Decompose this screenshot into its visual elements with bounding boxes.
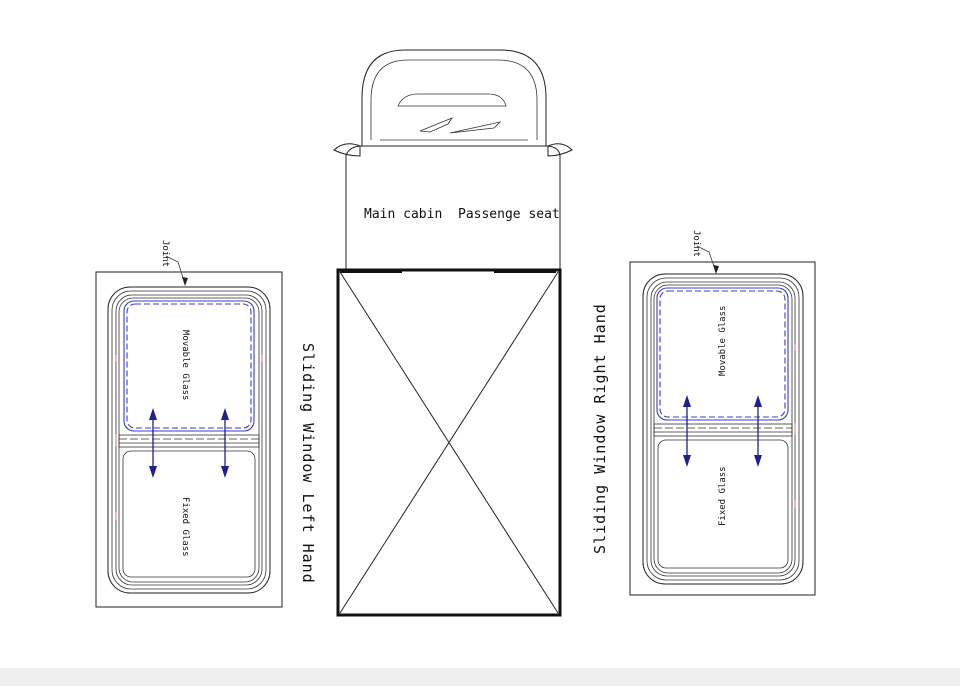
cargo-box bbox=[336, 268, 562, 617]
diagram-canvas: Main cabin Passenge seat Sliding Window … bbox=[95, 49, 816, 617]
vehicle-drawing: Main cabin Passenge seat bbox=[333, 49, 573, 617]
left-arrow-2 bbox=[221, 408, 229, 478]
right-arrow-1 bbox=[683, 395, 691, 467]
cabin-body bbox=[345, 145, 561, 271]
right-arrow-2 bbox=[754, 395, 762, 467]
right-window-frame bbox=[629, 261, 816, 596]
main-cabin-label: Main cabin bbox=[364, 207, 442, 222]
left-divider-rail bbox=[118, 434, 260, 448]
passenger-seat-label: Passenge seat bbox=[458, 207, 560, 222]
left-movable-glass bbox=[123, 300, 255, 432]
right-movable-glass bbox=[656, 287, 789, 421]
cab-roof-outline bbox=[361, 49, 547, 146]
wiper-right bbox=[449, 121, 502, 134]
right-movable-glass-label: Movable Glass bbox=[718, 306, 728, 376]
wiper-left bbox=[419, 117, 454, 133]
window-opening-right bbox=[494, 270, 556, 273]
window-opening-left bbox=[340, 270, 402, 273]
right-window: Joint Movable Glass Fixed Glass bbox=[629, 230, 816, 596]
left-joint-leader bbox=[165, 255, 186, 285]
right-fixed-glass-label: Fixed Glass bbox=[718, 466, 728, 526]
cargo-diagonal-2 bbox=[339, 271, 559, 614]
left-joint-label: Joint bbox=[160, 240, 170, 267]
footer-strip bbox=[0, 668, 960, 686]
left-window: Joint Movable Glass Fixed Glass bbox=[95, 240, 283, 608]
right-divider-rail bbox=[653, 423, 793, 437]
left-arrow-1 bbox=[149, 408, 157, 478]
right-hand-title: Sliding Window Right Hand bbox=[591, 303, 609, 554]
right-joint-label: Joint bbox=[691, 230, 701, 257]
cab-roof-inner bbox=[370, 59, 538, 140]
cab-visor bbox=[397, 93, 507, 107]
left-hand-title: Sliding Window Left Hand bbox=[299, 343, 317, 584]
mirror-right bbox=[547, 143, 573, 157]
left-fixed-glass-label: Fixed Glass bbox=[180, 497, 190, 557]
left-window-frame bbox=[95, 271, 283, 608]
mirror-left bbox=[333, 143, 361, 157]
left-movable-glass-label: Movable Glass bbox=[180, 330, 190, 400]
